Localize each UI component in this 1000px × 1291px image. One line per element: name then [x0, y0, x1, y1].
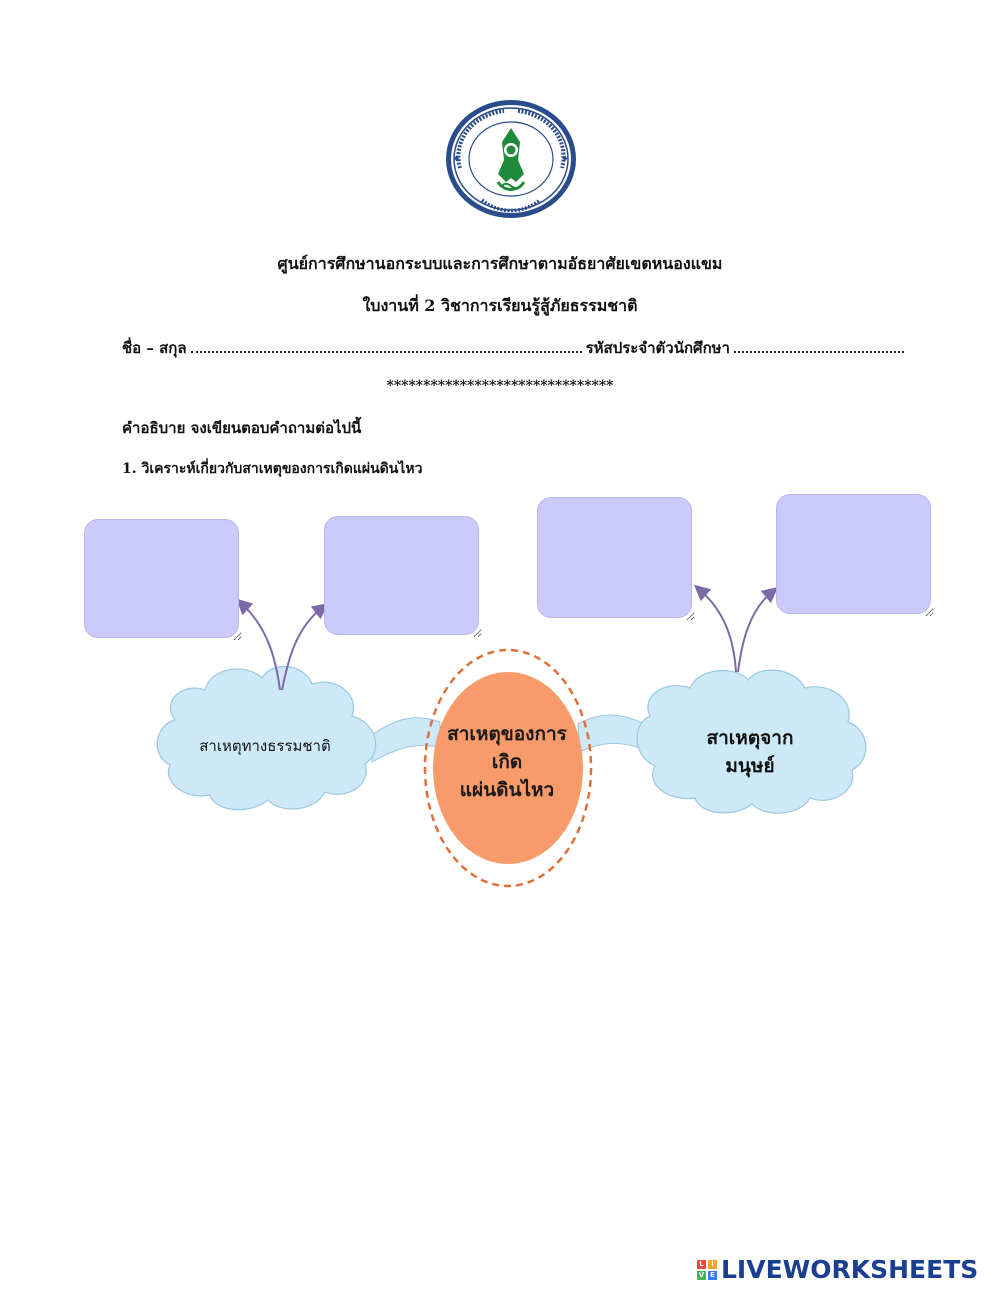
- separator-stars: *******************************: [386, 378, 614, 394]
- answer-input-human-2[interactable]: [777, 495, 934, 617]
- left-arrow-2: [281, 603, 329, 691]
- name-label: ชื่อ – สกุล: [122, 339, 187, 357]
- earthquake-causes-diagram: [156, 584, 867, 888]
- right-cloud-shape: [636, 669, 867, 814]
- name-fill-line[interactable]: [190, 339, 582, 353]
- center-line-3: แผ่นดินไหว: [459, 779, 555, 801]
- left-cloud-shape: [156, 665, 377, 811]
- svg-text:✦: ✦: [452, 154, 460, 165]
- right-cloud-label: สาเหตุจาก มนุษย์: [680, 724, 820, 780]
- answer-box-natural-1[interactable]: [84, 519, 242, 641]
- instructions-label: คำอธิบาย จงเขียนตอบคำถามต่อไปนี้: [122, 419, 362, 437]
- answer-box-human-2[interactable]: [776, 494, 934, 617]
- answer-input-natural-1[interactable]: [85, 520, 242, 641]
- left-cloud-label: สาเหตุทางธรรมชาติ: [199, 737, 331, 755]
- answer-input-human-1[interactable]: [538, 498, 695, 621]
- answer-input-natural-2[interactable]: [325, 517, 482, 638]
- worksheet-title: ใบงานที่ 2 วิชาการเรียนรู้สู้ภัยธรรมชาติ: [362, 296, 638, 315]
- center-label: สาเหตุของการ เกิด แผ่นดินไหว: [432, 720, 582, 804]
- center-ring: [423, 648, 593, 888]
- center-line-2: เกิด: [491, 751, 523, 773]
- answer-box-human-1[interactable]: [537, 497, 695, 621]
- student-id-label: รหัสประจำตัวนักศึกษา: [585, 339, 730, 357]
- liveworksheets-wordmark: LIVEWORKSHEETS: [721, 1255, 979, 1284]
- center-ellipse: [433, 672, 583, 864]
- svg-text:✦: ✦: [561, 154, 569, 165]
- center-name-heading: ศูนย์การศึกษานอกระบบและการศึกษาตามอัธยาศ…: [277, 254, 723, 273]
- right-arrow-1: [693, 584, 737, 673]
- right-cloud-line-2: มนุษย์: [725, 755, 775, 777]
- left-arrow-1: [236, 598, 281, 691]
- liveworksheets-logo[interactable]: L I V E LIVEWORKSHEETS: [697, 1255, 978, 1284]
- center-line-1: สาเหตุของการ: [447, 723, 567, 745]
- student-id-fill-line[interactable]: [733, 339, 904, 353]
- answer-box-natural-2[interactable]: [324, 516, 482, 638]
- school-seal-logo: ✦ ✦: [446, 100, 576, 218]
- question-1: 1. วิเคราะห์เกี่ยวกับสาเหตุของการเกิดแผ่…: [122, 461, 423, 477]
- right-arrow-2: [737, 586, 779, 673]
- name-row: ชื่อ – สกุล รหัสประจำตัวนักศึกษา: [122, 336, 908, 360]
- right-cloud-line-1: สาเหตุจาก: [706, 727, 794, 749]
- live-badge-icon: L I V E: [697, 1259, 717, 1280]
